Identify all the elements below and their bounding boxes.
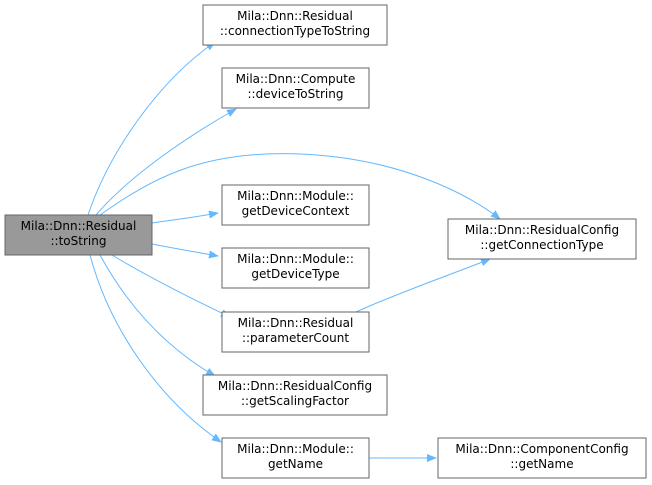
node-box bbox=[4, 214, 153, 256]
edge-root-to-getScalingFactor bbox=[99, 254, 216, 377]
node-label-line: ::getScalingFactor bbox=[241, 394, 349, 408]
node-getDeviceContext[interactable]: Mila::Dnn::Module::getDeviceContext bbox=[221, 184, 370, 226]
node-deviceToString[interactable]: Mila::Dnn::Compute::deviceToString bbox=[221, 67, 370, 109]
edge-parameterCount-to-getConnectionType bbox=[355, 258, 491, 313]
edge-root-to-parameterCount bbox=[111, 254, 231, 318]
node-label-line: Mila::Dnn::Module:: bbox=[237, 189, 354, 203]
node-getDeviceType[interactable]: Mila::Dnn::Module::getDeviceType bbox=[221, 247, 370, 289]
node-label-line: Mila::Dnn::ComponentConfig bbox=[455, 442, 628, 456]
node-label-line: Mila::Dnn::ResidualConfig bbox=[465, 223, 619, 237]
node-label-line: ::connectionTypeToString bbox=[220, 24, 370, 38]
node-getScalingFactor[interactable]: Mila::Dnn::ResidualConfig::getScalingFac… bbox=[202, 374, 388, 416]
node-label-line: ::toString bbox=[51, 234, 107, 248]
node-root: Mila::Dnn::Residual::toString bbox=[4, 214, 153, 256]
edge-root-to-deviceToString bbox=[95, 108, 237, 216]
node-box bbox=[221, 67, 370, 109]
node-label-line: getName bbox=[268, 457, 323, 471]
edge-root-to-getName bbox=[89, 254, 222, 443]
node-label-line: ::getConnectionType bbox=[480, 238, 603, 252]
node-label-line: Mila::Dnn::Residual bbox=[238, 316, 354, 330]
edge-root-to-getDeviceContext bbox=[151, 210, 219, 224]
edge-root-to-connectionTypeToString bbox=[87, 41, 216, 216]
edge-root-to-getConnectionType bbox=[99, 153, 501, 220]
node-getConnectionType[interactable]: Mila::Dnn::ResidualConfig::getConnection… bbox=[447, 218, 637, 260]
edge-root-to-getDeviceType bbox=[151, 243, 219, 259]
node-componentGetName[interactable]: Mila::Dnn::ComponentConfig::getName bbox=[437, 437, 647, 479]
edges-layer bbox=[87, 41, 501, 462]
node-label-line: getDeviceType bbox=[251, 267, 339, 281]
node-box bbox=[202, 4, 388, 46]
node-getName[interactable]: Mila::Dnn::Module::getName bbox=[221, 437, 370, 479]
node-box bbox=[221, 247, 370, 289]
node-label-line: Mila::Dnn::Residual bbox=[21, 219, 137, 233]
node-box bbox=[437, 437, 647, 479]
node-label-line: Mila::Dnn::Residual bbox=[237, 9, 353, 23]
node-label-line: ::deviceToString bbox=[248, 87, 344, 101]
node-label-line: ::parameterCount bbox=[242, 331, 349, 345]
node-parameterCount[interactable]: Mila::Dnn::Residual::parameterCount bbox=[221, 311, 370, 353]
node-box bbox=[221, 437, 370, 479]
node-label-line: ::getName bbox=[510, 457, 573, 471]
node-label-line: Mila::Dnn::Compute bbox=[236, 72, 356, 86]
node-connectionTypeToString[interactable]: Mila::Dnn::Residual::connectionTypeToStr… bbox=[202, 4, 388, 46]
node-box bbox=[447, 218, 637, 260]
node-label-line: getDeviceContext bbox=[242, 204, 350, 218]
node-label-line: Mila::Dnn::Module:: bbox=[237, 442, 354, 456]
node-label-line: Mila::Dnn::ResidualConfig bbox=[218, 379, 372, 393]
node-box bbox=[202, 374, 388, 416]
node-box bbox=[221, 311, 370, 353]
node-box bbox=[221, 184, 370, 226]
node-label-line: Mila::Dnn::Module:: bbox=[237, 252, 354, 266]
nodes-layer: Mila::Dnn::Residual::toStringMila::Dnn::… bbox=[4, 4, 647, 479]
